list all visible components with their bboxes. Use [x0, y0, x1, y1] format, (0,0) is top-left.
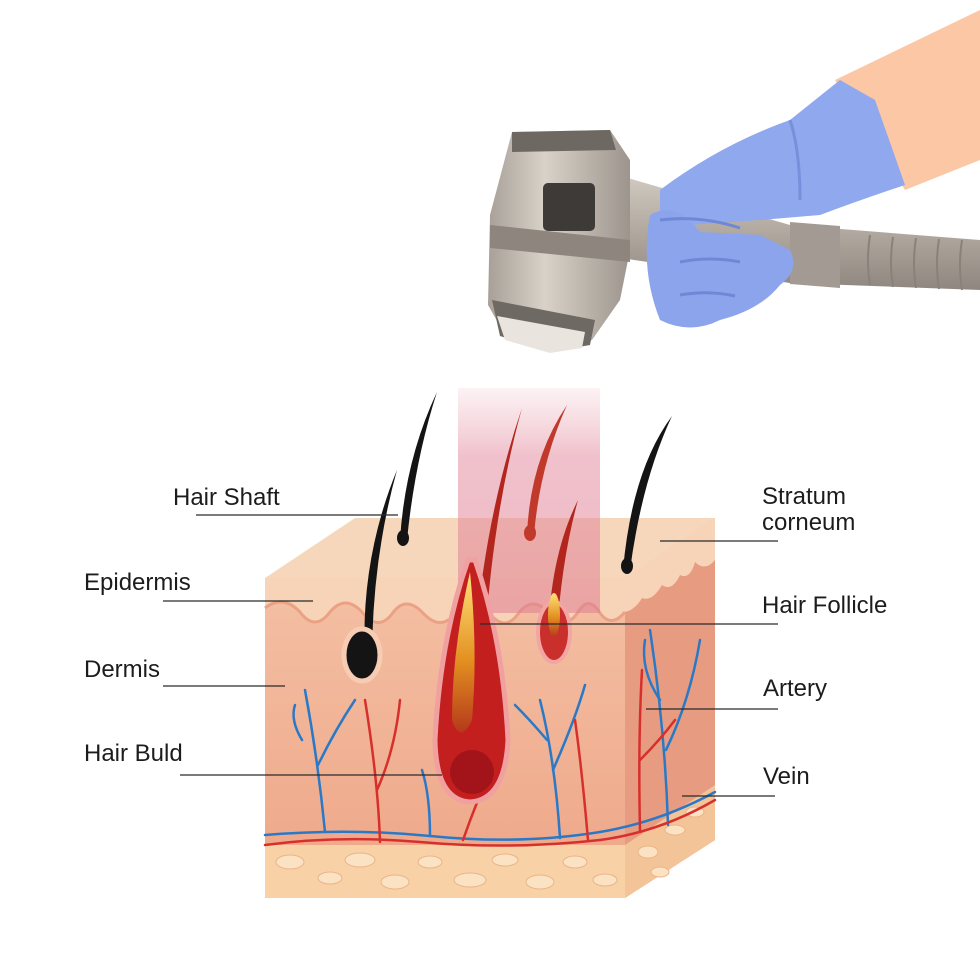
label-dermis: Dermis: [84, 656, 160, 683]
hair-shaft: [400, 392, 437, 540]
leader-lines: [163, 514, 778, 797]
label-hair-follicle: Hair Follicle: [762, 592, 887, 619]
label-vein: Vein: [763, 763, 810, 790]
label-hair-shaft: Hair Shaft: [173, 484, 280, 511]
fat-cells: [275, 806, 705, 890]
hair-bulb: [450, 750, 494, 794]
label-epidermis: Epidermis: [84, 569, 191, 596]
dark-hair-bulb: [341, 626, 383, 684]
artery: [263, 798, 717, 847]
hairs: [341, 392, 672, 684]
label-hair-buld: Hair Buld: [84, 740, 183, 767]
arm: [835, 10, 980, 190]
handle-grip: [867, 234, 963, 291]
vein: [263, 790, 717, 841]
label-stratum-corneum-line1: Stratum: [762, 483, 846, 510]
gloved-hand: [646, 80, 905, 328]
vessels: [263, 628, 717, 847]
label-artery: Artery: [763, 675, 827, 702]
device-window: [543, 183, 595, 231]
fat-layer: [265, 845, 625, 898]
label-stratum-corneum-line2: corneum: [762, 509, 855, 536]
treated-hairs: [432, 405, 578, 805]
laser-device: [488, 130, 980, 353]
